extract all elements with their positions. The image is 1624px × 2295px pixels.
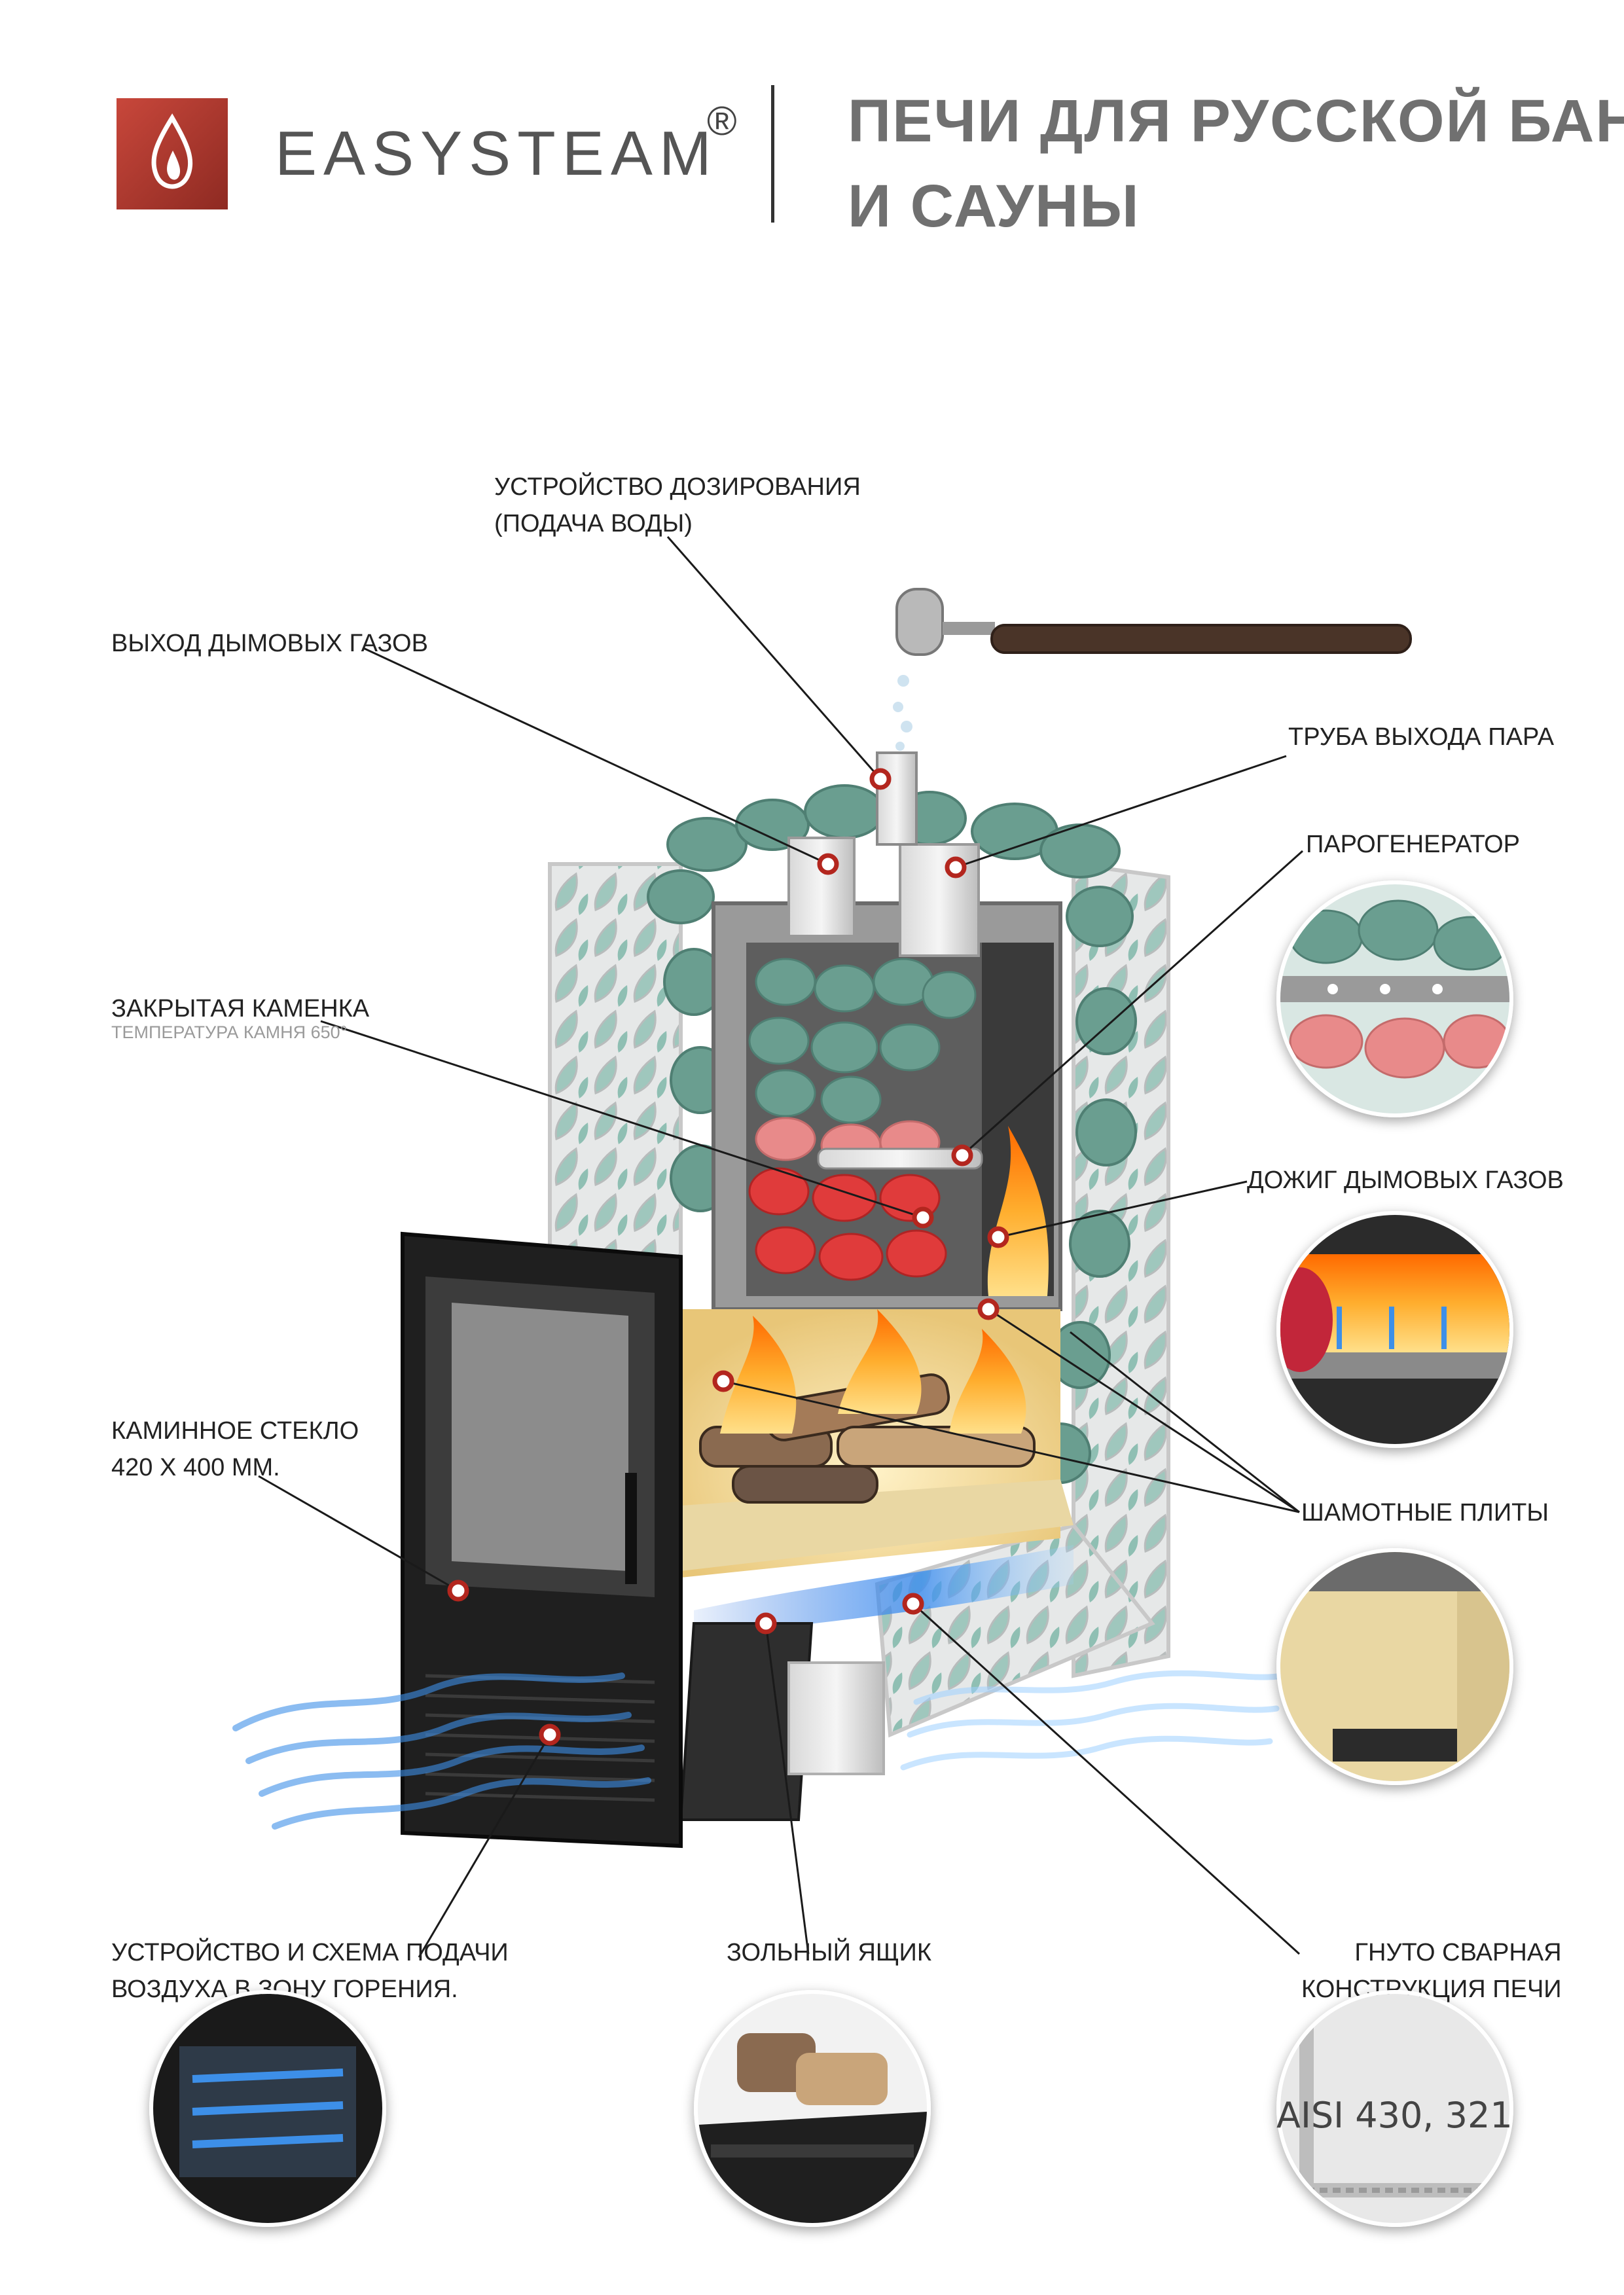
label-dosing-device: УСТРОЙСТВО ДОЗИРОВАНИЯ (ПОДАЧА ВОДЫ): [494, 469, 861, 542]
detail-steam-generator: [1276, 880, 1513, 1117]
brand-logo-icon: [117, 98, 228, 209]
detail-ash-box: [694, 1990, 931, 2227]
page-title-line1: ПЕЧИ ДЛЯ РУССКОЙ БАНИ: [848, 88, 1624, 154]
label-welded-line1: ГНУТО СВАРНАЯ: [1354, 1939, 1562, 1966]
label-steam-generator: ПАРОГЕНЕРАТОР: [1306, 831, 1521, 858]
brand-name: EASYSTEAM: [275, 118, 718, 189]
page-title-line2: И САУНЫ: [848, 173, 1140, 240]
registered-mark: ®: [707, 99, 737, 144]
steel-grade-text: AISI 430, 321: [1276, 2095, 1513, 2136]
detail-afterburning: [1276, 1211, 1513, 1448]
detail-air-supply: [149, 1990, 386, 2227]
label-air-supply: УСТРОЙСТВО И СХЕМА ПОДАЧИ ВОЗДУХА В ЗОНУ…: [111, 1934, 509, 2008]
label-afterburning: ДОЖИГ ДЫМОВЫХ ГАЗОВ: [1247, 1166, 1564, 1194]
label-welded-construction: ГНУТО СВАРНАЯ КОНСТРУКЦИЯ ПЕЧИ: [1301, 1934, 1562, 2008]
label-stone-temperature: ТЕМПЕРАТУРА КАМНЯ 650°: [111, 1022, 348, 1042]
label-air-supply-line1: УСТРОЙСТВО И СХЕМА ПОДАЧИ: [111, 1939, 509, 1966]
page-title: ПЕЧИ ДЛЯ РУССКОЙ БАНИ И САУНЫ: [848, 79, 1624, 249]
label-glass-line1: КАМИННОЕ СТЕКЛО: [111, 1417, 359, 1445]
label-glass-line2: 420 Х 400 ММ.: [111, 1454, 280, 1481]
label-fireclay-plates: ШАМОТНЫЕ ПЛИТЫ: [1301, 1499, 1549, 1527]
label-ash-box: ЗОЛЬНЫЙ ЯЩИК: [727, 1939, 931, 1966]
label-closed-heater: ЗАКРЫТАЯ КАМЕНКА: [111, 995, 370, 1022]
label-fireplace-glass: КАМИННОЕ СТЕКЛО 420 Х 400 ММ.: [111, 1413, 359, 1486]
label-dosing-line1: УСТРОЙСТВО ДОЗИРОВАНИЯ: [494, 473, 861, 501]
detail-fireclay-plates: [1276, 1548, 1513, 1785]
header-divider: [771, 85, 774, 223]
label-dosing-line2: (ПОДАЧА ВОДЫ): [494, 510, 693, 537]
label-steam-pipe: ТРУБА ВЫХОДА ПАРА: [1288, 723, 1555, 751]
label-flue-gas-outlet: ВЫХОД ДЫМОВЫХ ГАЗОВ: [111, 630, 428, 657]
